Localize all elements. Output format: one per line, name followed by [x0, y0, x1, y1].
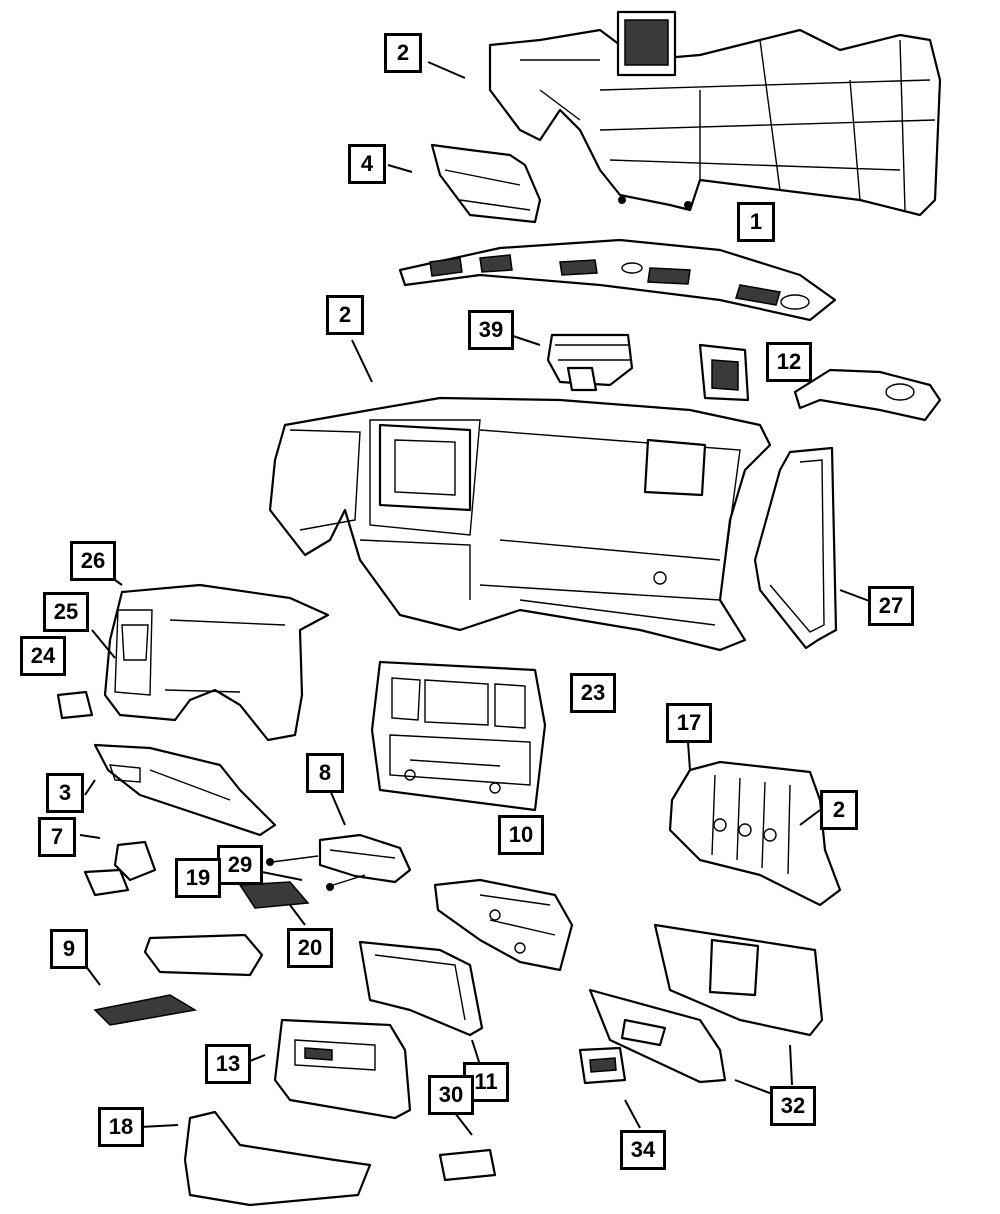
- part-13-storage-bin: [273, 1018, 412, 1120]
- callout-19: 19: [175, 858, 221, 898]
- part-29-screws: [266, 855, 366, 891]
- part-39-module: [546, 333, 634, 392]
- callout-25: 25: [43, 592, 89, 632]
- part-11-housing: [358, 940, 484, 1037]
- callout-24: 24: [20, 636, 66, 676]
- part-3-knee-bolster: [93, 743, 277, 837]
- callout-2: 2: [820, 790, 858, 830]
- callout-3: 3: [46, 773, 84, 813]
- part-side-bracket: [793, 368, 942, 422]
- callout-26: 26: [70, 541, 116, 581]
- callout-10: 10: [498, 815, 544, 855]
- part-7-lighter: [83, 840, 157, 897]
- part-27-trim: [753, 446, 838, 650]
- part-17-bracket: [668, 760, 842, 907]
- part-center-bracket: [433, 878, 574, 972]
- callout-8: 8: [306, 753, 344, 793]
- part-34-latch: [578, 1046, 627, 1085]
- part-23-center-bezel: [370, 660, 547, 812]
- part-1-panel-frame: [488, 10, 942, 217]
- callout-1: 1: [737, 202, 775, 242]
- part-32-glovebox: [588, 923, 824, 1084]
- callout-39: 39: [468, 310, 514, 350]
- part-top-pad: [398, 238, 837, 322]
- callout-32: 32: [770, 1086, 816, 1126]
- part-4-bracket: [430, 143, 542, 224]
- callout-9: 9: [50, 929, 88, 969]
- part-8-tray-bracket: [318, 833, 412, 884]
- callout-30: 30: [428, 1075, 474, 1115]
- callout-23: 23: [570, 673, 616, 713]
- callout-17: 17: [666, 703, 712, 743]
- callout-20: 20: [287, 928, 333, 968]
- callout-18: 18: [98, 1107, 144, 1147]
- part-2-instrument-panel: [268, 396, 772, 652]
- part-12-vent: [698, 343, 750, 402]
- part-18-cover: [183, 1110, 372, 1207]
- callout-34: 34: [620, 1130, 666, 1170]
- callout-4: 4: [348, 144, 386, 184]
- part-20-mat: [238, 881, 310, 909]
- callout-12: 12: [766, 342, 812, 382]
- callout-7: 7: [38, 817, 76, 857]
- callout-13: 13: [205, 1044, 251, 1084]
- part-9-bin: [93, 933, 264, 1026]
- part-30-switch: [438, 1148, 497, 1182]
- callout-29: 29: [217, 845, 263, 885]
- callout-2: 2: [326, 295, 364, 335]
- callout-2: 2: [384, 33, 422, 73]
- callout-27: 27: [868, 586, 914, 626]
- part-26-cluster-bezel: [103, 583, 330, 742]
- part-24-switch: [56, 690, 94, 720]
